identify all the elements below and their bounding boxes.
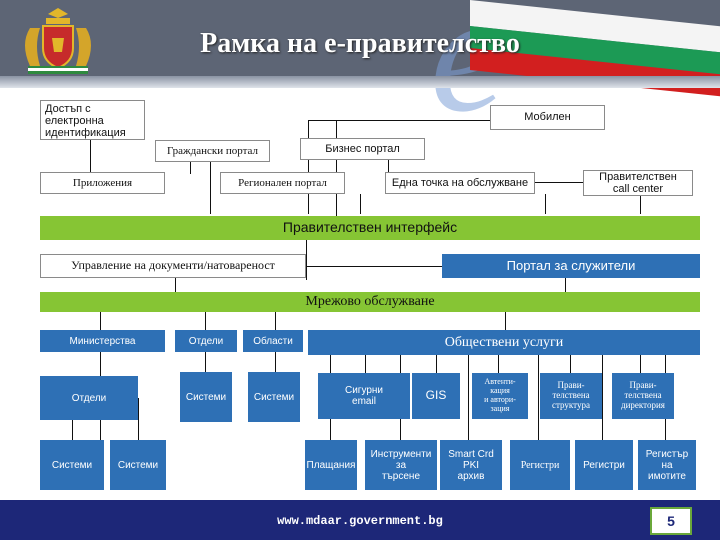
connector: [538, 355, 539, 440]
footer-url[interactable]: www.mdaar.government.bg: [277, 514, 443, 528]
connector: [306, 266, 442, 267]
connector: [190, 162, 191, 174]
regional-portal-box: Регионален портал: [220, 172, 345, 194]
header-gradient-band: [0, 76, 720, 88]
connector: [640, 194, 641, 214]
auth-box: Автенти- кация и автори- зация: [472, 373, 528, 419]
connector: [205, 312, 206, 330]
call-center-box: Правителствен call center: [583, 170, 693, 196]
connector: [275, 312, 276, 330]
gov-interface-bar: Правителствен интерфейс: [40, 216, 700, 240]
connector: [602, 355, 603, 440]
connector: [365, 355, 366, 373]
connector: [388, 160, 389, 174]
citizen-portal-box: Граждански портал: [155, 140, 270, 162]
smartcard-box: Smart Crd PKI архив: [440, 440, 502, 490]
footer-bar: [0, 500, 720, 540]
public-services-box: Обществени услуги: [308, 330, 700, 355]
property-register-box: Регистър на имотите: [638, 440, 696, 490]
connector: [640, 355, 641, 373]
connector: [336, 120, 337, 216]
connector: [545, 194, 546, 214]
connector: [498, 355, 499, 373]
connector: [436, 355, 437, 373]
page-title: Рамка на е-правителство: [200, 28, 520, 59]
connector: [72, 420, 73, 440]
gis-box: GIS: [412, 373, 460, 419]
systems-box: Системи: [248, 372, 300, 422]
connector: [570, 355, 571, 373]
access-id-box: Достъп с електронна идентификация: [40, 100, 145, 140]
connector: [535, 182, 583, 183]
systems-box: Системи: [40, 440, 104, 490]
ministries-box: Министерства: [40, 330, 165, 352]
systems-box: Системи: [180, 372, 232, 422]
one-stop-box: Една точка на обслужване: [385, 172, 535, 194]
secure-email-box: Сигурни email: [318, 373, 410, 419]
systems-box: Системи: [110, 440, 166, 490]
regions-box: Области: [243, 330, 303, 352]
gov-structure-box: Прави- телствена структура: [540, 373, 602, 419]
departments-box: Отдели: [175, 330, 237, 352]
mobile-box: Мобилен: [490, 105, 605, 130]
network-service-bar: Мрежово обслужване: [40, 292, 700, 312]
connector: [210, 162, 211, 214]
connector: [468, 355, 469, 440]
employee-portal-box: Портал за служители: [442, 254, 700, 278]
registers-box: Регистри: [575, 440, 633, 490]
connector: [275, 352, 276, 372]
connector: [505, 312, 506, 330]
connector: [308, 120, 309, 214]
connector: [565, 278, 566, 292]
gov-directory-box: Прави- телствена директория: [612, 373, 674, 419]
connector: [100, 312, 101, 330]
connector: [175, 278, 176, 292]
connector: [360, 194, 361, 214]
connector: [308, 120, 490, 121]
business-portal-box: Бизнес портал: [300, 138, 425, 160]
page-number: 5: [650, 507, 692, 535]
connector: [90, 140, 91, 182]
connector: [205, 352, 206, 372]
payments-box: Плащания: [305, 440, 357, 490]
applications-box: Приложения: [40, 172, 165, 194]
registers-box: Регистри: [510, 440, 570, 490]
search-tools-box: Инструменти за търсене: [365, 440, 437, 490]
departments-box: Отдели: [40, 376, 138, 420]
coat-of-arms-icon: [25, 8, 91, 74]
connector: [138, 398, 139, 440]
doc-management-box: Управление на документи/натовареност: [40, 254, 306, 278]
connector: [306, 240, 307, 280]
